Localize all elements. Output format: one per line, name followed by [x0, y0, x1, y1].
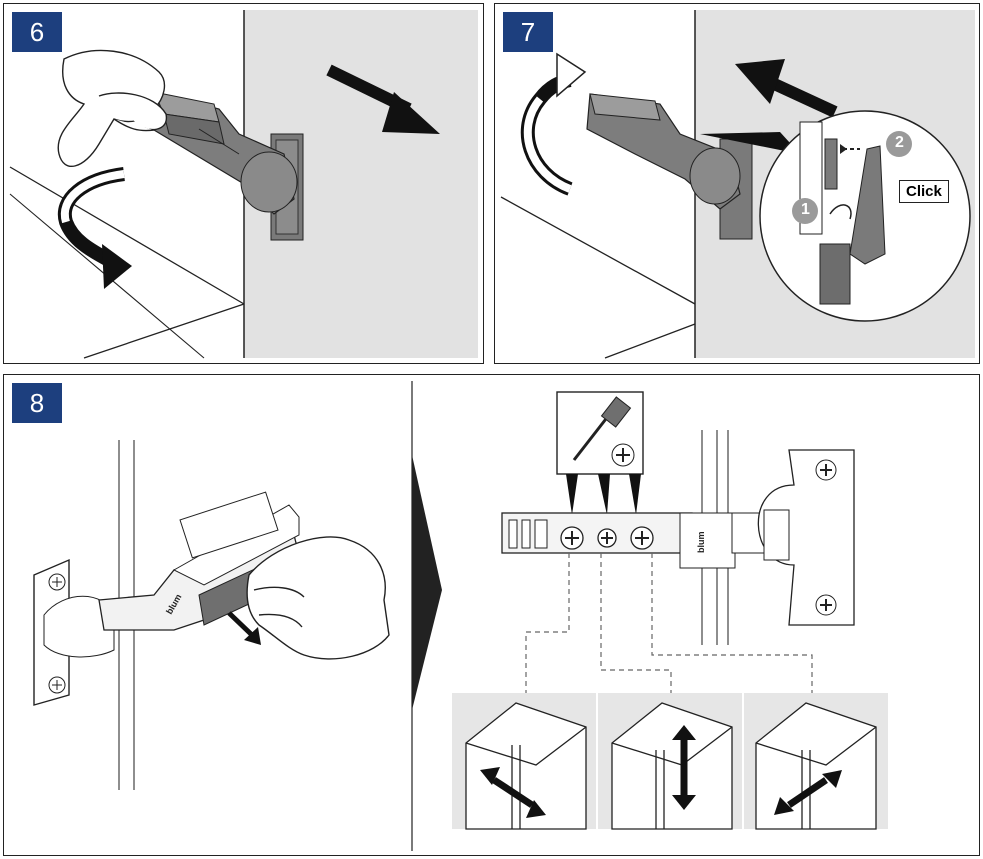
- magnified-callout: [759, 110, 971, 322]
- direction-arrow-icon: [735, 59, 838, 118]
- marker-2-label: 2: [895, 134, 904, 151]
- step-6-illustration: [9, 10, 478, 359]
- step-7-illustration: [500, 10, 975, 359]
- screw-icon: [560, 526, 584, 550]
- callout-pointer: [700, 132, 800, 154]
- marker-2: [886, 131, 912, 157]
- direction-arrow-icon: [480, 767, 546, 818]
- cabinet-adjust-icon: [465, 702, 587, 830]
- screw-icon: [630, 526, 654, 550]
- step-7-panel: 7: [494, 3, 980, 364]
- direction-arrow-icon: [326, 64, 440, 134]
- hinge-arm: [143, 91, 298, 215]
- step-8-panel: 8 blum: [3, 374, 980, 856]
- direction-arrow-icon: [774, 770, 842, 815]
- marker-1-label: 1: [801, 201, 810, 218]
- screwdriver-icon: [556, 391, 644, 515]
- step-divider-arrow: [412, 455, 442, 710]
- mounting-plate: [33, 558, 115, 706]
- direction-arrow-icon: [227, 611, 261, 645]
- step-8-badge: 8: [12, 383, 62, 423]
- hinge-brand-mark: blum: [696, 532, 706, 554]
- direction-arrow-icon: [672, 725, 696, 810]
- step-7-badge: 7: [503, 12, 553, 52]
- hinge-arm: [586, 93, 741, 210]
- marker-1: [792, 198, 818, 224]
- step-6-badge: 6: [12, 12, 62, 52]
- hand-icon: [246, 536, 390, 660]
- step-6-panel: 6: [3, 3, 484, 364]
- rotate-arrow-icon: [57, 167, 132, 289]
- click-label: Click: [899, 180, 949, 203]
- step-8-illustration: blum: [33, 381, 888, 851]
- adjustment-guide-lines: [525, 553, 813, 710]
- rotate-arrow-icon: [520, 52, 587, 196]
- hand-icon: [57, 49, 168, 167]
- cabinet-edge-line: [9, 166, 245, 305]
- mounting-plate: [757, 449, 855, 626]
- screw-icon: [597, 528, 617, 548]
